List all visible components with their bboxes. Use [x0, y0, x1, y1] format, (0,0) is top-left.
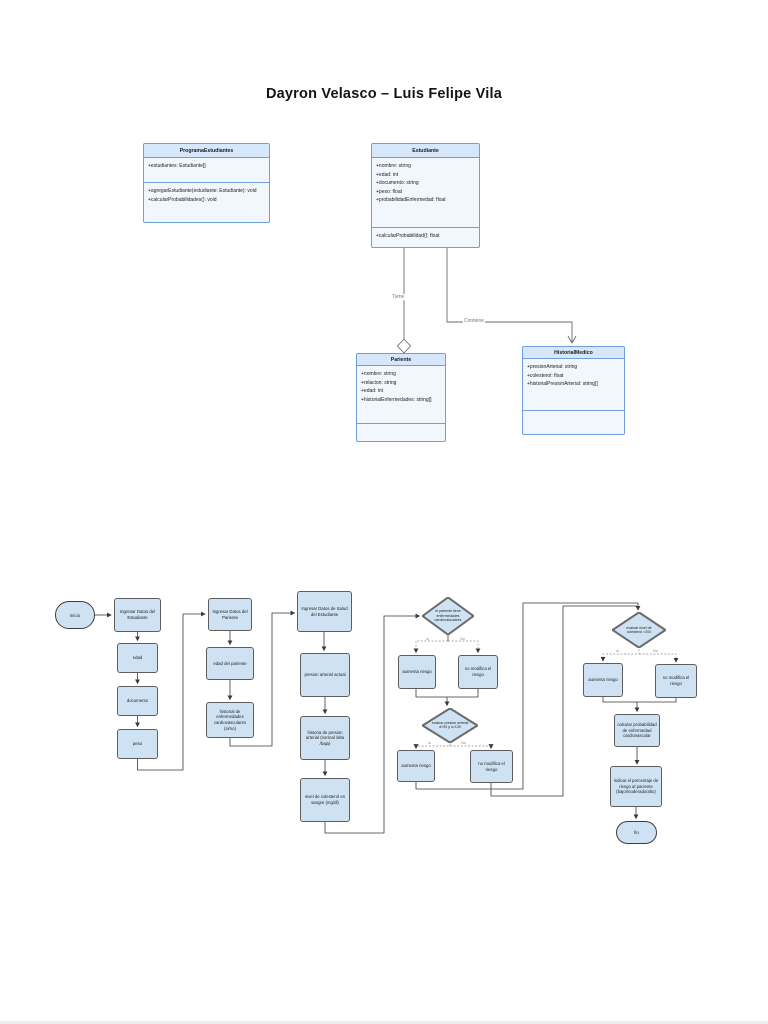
flow-node-aumenta-riesgo-3: aumenta riesgo [583, 663, 623, 697]
uml-class-historial-medico: HistorialMedico +presionArterial: string… [522, 346, 625, 435]
uml-class-name: HistorialMedico [523, 347, 624, 359]
flow-decision-pariente: el pariente tiene enfermedades cardiovas… [422, 597, 474, 635]
uml-class-attributes: +estudiantes: Estudiante[] [144, 158, 269, 183]
uml-class-programa-estudiantes: ProgramaEstudiantes +estudiantes: Estudi… [143, 143, 270, 223]
uml-class-methods [357, 424, 445, 441]
flow-node-documento: documento [117, 686, 158, 716]
flow-node-historia-presion: historia de presion arterial (normal /al… [300, 716, 350, 760]
flow-node-inicio: inicio [55, 601, 95, 629]
uml-class-attributes: +nombre: string +relacion: string +edad:… [357, 366, 445, 424]
branch-label-no: No [653, 649, 658, 653]
uml-class-name: ProgramaEstudiantes [144, 144, 269, 158]
branch-label-si: si [428, 741, 431, 745]
flow-node-no-modifica-2: no modifica el riesgo [470, 750, 513, 783]
uml-edge-label-contiene: Contiene [463, 318, 486, 324]
uml-edge-label-tiene: Tiene [391, 294, 406, 300]
aggregation-diamond-icon [396, 338, 412, 354]
uml-edge-contiene [446, 248, 573, 342]
uml-class-attributes: +presionArterial: string +colesterol: fl… [523, 359, 624, 411]
branch-label-no: No [461, 741, 466, 745]
flow-node-presion-actual: presion arterial actual [300, 653, 350, 697]
flow-node-edad: edad [117, 643, 158, 673]
flow-node-edad-pariente: edad del pariente [206, 647, 254, 680]
flow-decision-presion: evaluar presion arterial d>90 y s>130 [422, 708, 478, 743]
open-arrowhead-icon [567, 335, 577, 344]
flow-node-ingresar-datos-estudiante: Ingresar Datos del Estudiante [114, 598, 161, 632]
flow-node-nivel-colesterol: nivel de colesterol en sangre (mg/dl) [300, 778, 350, 822]
uml-class-methods [523, 411, 624, 434]
flow-node-historial-enfermedades: historial de enfermedades cardiovascular… [206, 702, 254, 738]
uml-class-pariente: Pariente +nombre: string +relacion: stri… [356, 353, 446, 442]
flow-node-indicar-porcentaje: indicar el porcentaje de riesgo al pacie… [610, 766, 662, 807]
flow-node-peso: peso [117, 729, 158, 759]
uml-class-methods: +calcularProbabilidad(): float [376, 233, 440, 239]
branch-label-no: No [460, 637, 465, 641]
flow-node-no-modifica-1: no modifica el riesgo [458, 655, 498, 689]
flow-edges-solid [95, 602, 677, 834]
flow-node-aumenta-riesgo-2: aumenta riesgo [397, 750, 435, 782]
diamond-shape-icon [423, 597, 474, 634]
uml-class-name: Pariente [357, 354, 445, 366]
uml-class-methods: +agregarEstudiante(estudiante: Estudiant… [148, 188, 257, 203]
flow-node-fin: fin [616, 821, 657, 844]
page-title: Dayron Velasco – Luis Felipe Vila [265, 86, 503, 102]
diamond-shape-icon [423, 708, 478, 742]
uml-class-attributes: +nombre: string +edad: int +documento: s… [372, 158, 479, 228]
flow-node-ingresar-datos-salud: Ingresar Datos de Salud del Estudiante [297, 591, 352, 632]
uml-class-name: Estudiante [372, 144, 479, 158]
uml-class-estudiante: Estudiante +nombre: string +edad: int +d… [371, 143, 480, 248]
diamond-shape-icon [613, 612, 666, 647]
branch-label-si: si [426, 637, 429, 641]
flow-node-aumenta-riesgo-1: aumenta riesgo [398, 655, 436, 689]
flow-decision-colesterol: evaluar nivel de colesterol >200 [612, 612, 666, 648]
branch-label-si: si [616, 649, 619, 653]
flow-node-no-modifica-3: no modifica el riesgo [655, 664, 697, 698]
page-bottom-edge [0, 1021, 768, 1024]
flow-node-calcular-probabilidad: calcular probabilidad de enfermedad card… [614, 714, 660, 747]
flow-node-ingresar-datos-pariente: Ingresar Datos del Pariente [208, 598, 252, 631]
